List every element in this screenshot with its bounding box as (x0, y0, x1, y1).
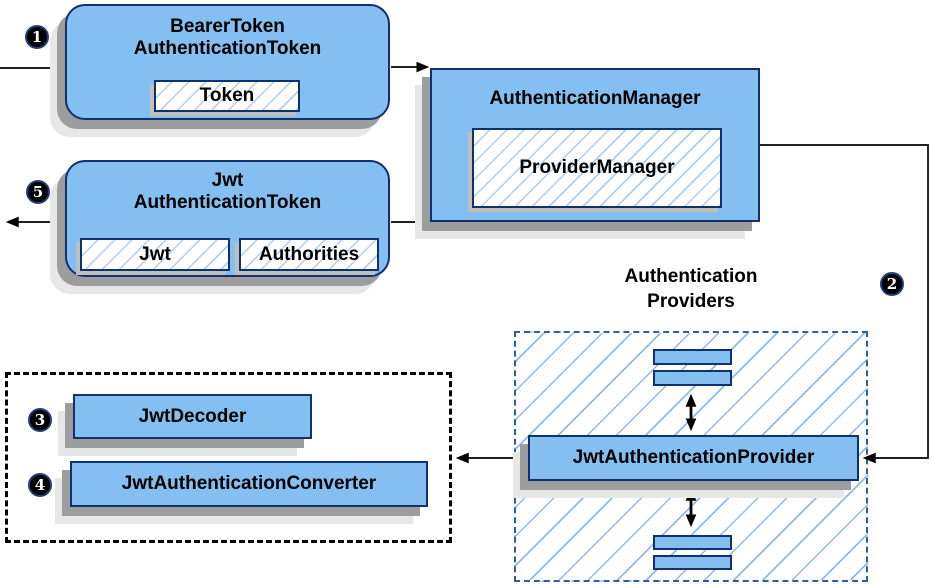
jwt-decoder-label: JwtDecoder (138, 405, 247, 427)
jwt-field: Jwt (80, 238, 230, 271)
bearer-token-node-title: BearerToken AuthenticationToken (67, 16, 388, 61)
step-3-badge: 3 (28, 408, 52, 432)
token-field-label: Token (199, 85, 255, 106)
jwt-field-label: Jwt (139, 243, 171, 265)
step-1-badge: 1 (25, 25, 49, 49)
jwt-authentication-token-node: Jwt AuthenticationToken Jwt Authorities (65, 160, 390, 277)
providers-heading-line2: Providers (647, 291, 735, 313)
authentication-manager-title-text: AuthenticationManager (489, 88, 701, 109)
provider-placeholder-bar-bottom-2 (653, 555, 732, 570)
jwt-decoder-node: JwtDecoder (73, 394, 312, 439)
bearer-token-authentication-token-node: BearerToken AuthenticationToken Token (65, 4, 390, 120)
step-1-number: 1 (31, 28, 43, 46)
authentication-providers-heading: Authentication Providers (514, 264, 868, 314)
step-2-number: 2 (886, 275, 898, 293)
provider-manager-field: ProviderManager (472, 128, 722, 208)
jwt-authentication-provider-label: JwtAuthenticationProvider (572, 447, 815, 468)
provider-placeholder-bar-top-1 (653, 349, 732, 365)
authentication-manager-title: AuthenticationManager (432, 88, 758, 110)
jwt-authentication-converter-node: JwtAuthenticationConverter (70, 461, 428, 507)
jwt-authentication-provider-node: JwtAuthenticationProvider (528, 435, 859, 481)
provider-placeholder-bar-bottom-1 (653, 535, 732, 550)
bearer-token-title-line2: AuthenticationToken (133, 38, 322, 60)
providers-heading-line1: Authentication (624, 266, 758, 287)
step-3-number: 3 (34, 411, 46, 429)
jwt-token-title-line2: AuthenticationToken (133, 192, 322, 214)
step-4-number: 4 (34, 476, 46, 494)
authorities-field-label: Authorities (258, 243, 360, 265)
step-5-number: 5 (32, 183, 44, 201)
authorities-field: Authorities (239, 238, 379, 271)
step-2-badge: 2 (880, 272, 904, 296)
decoder-converter-group (5, 372, 452, 543)
token-field: Token (154, 80, 300, 112)
provider-manager-label: ProviderManager (519, 157, 675, 178)
step-4-badge: 4 (28, 473, 52, 497)
authentication-manager-node: AuthenticationManager ProviderManager (430, 68, 760, 222)
jwt-token-title-line1: Jwt (211, 170, 244, 191)
provider-placeholder-bar-top-2 (653, 370, 732, 386)
jwt-authentication-converter-label: JwtAuthenticationConverter (121, 473, 377, 494)
step-5-badge: 5 (26, 180, 50, 204)
jwt-token-node-title: Jwt AuthenticationToken (67, 170, 388, 215)
bearer-token-title-line1: BearerToken (170, 16, 285, 37)
